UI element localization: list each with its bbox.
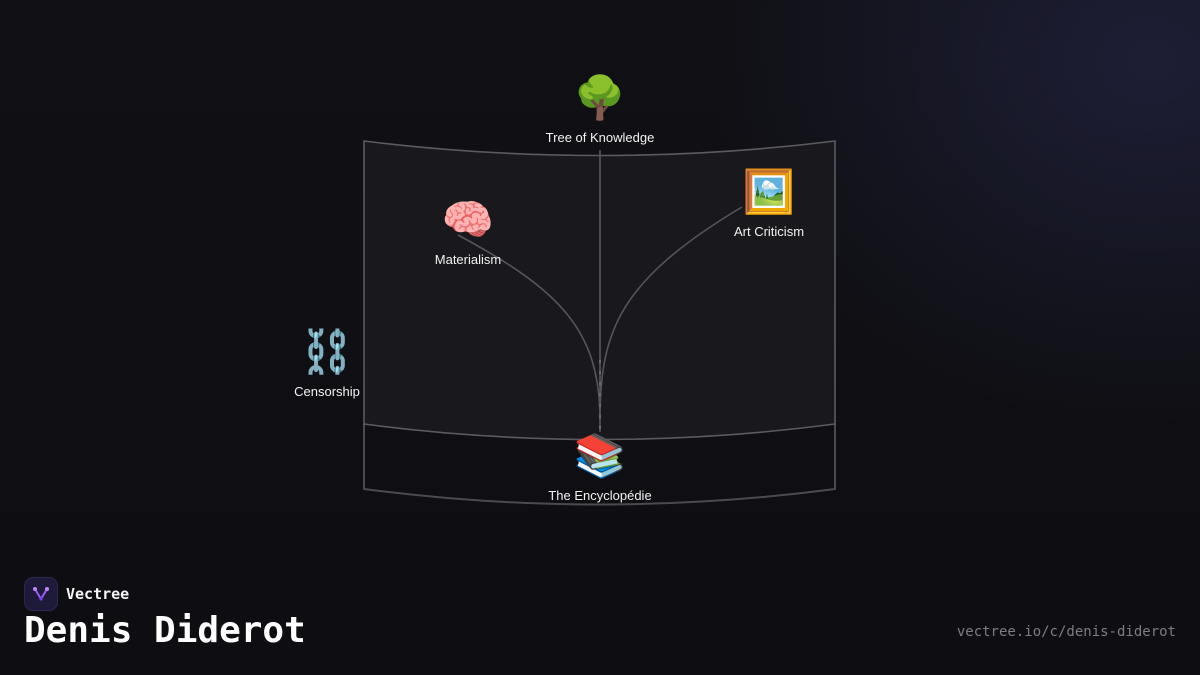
node-label: Art Criticism <box>733 224 805 239</box>
node-censorship[interactable]: ⛓️ Censorship <box>294 326 360 399</box>
node-label: The Encyclopédie <box>548 488 652 503</box>
chains-icon: ⛓️ <box>300 327 354 376</box>
brain-icon: 🧠 <box>441 195 495 244</box>
vectree-logo-icon <box>24 577 58 611</box>
tree-icon: 🌳 <box>573 73 627 122</box>
page-url[interactable]: vectree.io/c/denis-diderot <box>956 624 1176 640</box>
page-title: Denis Diderot <box>24 610 306 651</box>
node-encyclopedie[interactable]: 📚 The Encyclopédie <box>548 430 651 503</box>
node-label: Tree of Knowledge <box>545 130 655 145</box>
brand[interactable]: Vectree <box>24 577 129 611</box>
framed-picture-icon: 🖼️ <box>742 167 796 216</box>
connector-root-art <box>599 206 743 421</box>
node-label: Censorship <box>294 384 360 399</box>
connector-root-materialism <box>457 234 601 421</box>
node-tree-of-knowledge[interactable]: 🌳 Tree of Knowledge <box>546 72 655 145</box>
node-label: Materialism <box>434 252 502 267</box>
books-icon: 📚 <box>573 431 627 480</box>
node-art-criticism[interactable]: 🖼️ Art Criticism <box>734 166 804 239</box>
node-materialism[interactable]: 🧠 Materialism <box>435 194 501 267</box>
book-cover-outline <box>363 424 836 506</box>
brand-name: Vectree <box>66 585 130 603</box>
